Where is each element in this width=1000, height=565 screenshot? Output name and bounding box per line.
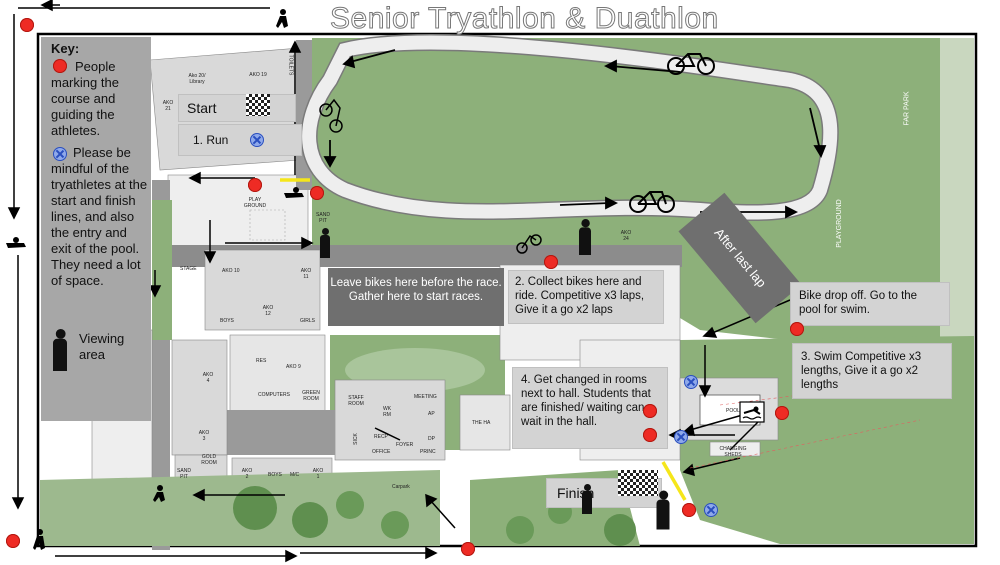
spectator-icon [320, 228, 330, 258]
label-ako19: AKO 19 [249, 72, 267, 78]
label-wk-rm: WK RM [382, 406, 392, 418]
checkered-flag-icon [246, 94, 270, 116]
runner-icon [153, 485, 165, 502]
run-label: 1. Run [193, 133, 229, 147]
label-sandpit-top: SAND PIT [316, 212, 330, 224]
label-stage: STAGE [180, 266, 197, 272]
marker-start-b [310, 186, 324, 200]
label-ap: AP [428, 411, 435, 417]
label-carpark: Carpark [392, 484, 410, 490]
label-ako4: AKO 4 [202, 372, 214, 384]
runner-icon [33, 529, 45, 550]
label-ako9: AKO 9 [286, 364, 301, 370]
key-mindful-text: Please be mindful of the tryathletes at … [51, 145, 148, 288]
label-meeting: MEETING [414, 394, 437, 400]
spectator-icon [656, 490, 670, 530]
start-callout: Start [178, 94, 296, 122]
bicycle-icon [629, 191, 675, 213]
label-ako21: AKO 21 [162, 100, 174, 112]
run-callout: 1. Run [178, 124, 302, 156]
key-marker-text: People marking the course and guiding th… [51, 59, 119, 138]
runner-icon [276, 9, 288, 28]
leave-bikes-callout: Leave bikes here before the race. Gather… [328, 268, 504, 326]
label-changing-sheds: CHANGING SHEDS [719, 446, 747, 458]
label-boys-mc: BOYS [268, 472, 282, 478]
label-ako11: AKO 11 [300, 268, 312, 280]
label-ako3: AKO 3 [198, 430, 210, 442]
bicycle-icon [516, 234, 542, 254]
label-boys: BOYS [220, 318, 234, 324]
admin-block [334, 379, 446, 461]
blue-x-marker [250, 133, 264, 147]
spectator-icon [53, 329, 67, 371]
label-ako24: AKO 24 [620, 230, 632, 242]
marker-hall-b [643, 428, 657, 442]
label-playground-top: PLAY GROUND [243, 197, 267, 209]
swim-callout: 3. Swim Competitive x3 lengths, Give it … [792, 343, 952, 399]
spectator-icon [582, 484, 592, 514]
bicycle-icon [319, 98, 343, 133]
marker-start-a [248, 178, 262, 192]
key-panel: Key: People marking the course and guidi… [41, 37, 151, 421]
start-label: Start [187, 100, 217, 116]
ako-10-12-block [204, 249, 321, 331]
marker-pool [775, 406, 789, 420]
label-res: RES [256, 358, 267, 364]
collect-bikes-callout: 2. Collect bikes here and ride. Competit… [508, 270, 664, 324]
label-green-room: GREEN ROOM [302, 390, 320, 402]
marker-bike-collect [544, 255, 558, 269]
blue-marker-pool-entry [684, 375, 698, 389]
bike-drop-callout: Bike drop off. Go to the pool for swim. [790, 282, 950, 326]
label-ako2: AKO 2 [241, 468, 253, 480]
spectator-icon [579, 219, 591, 255]
blue-x-marker-icon [53, 147, 67, 161]
bicycle-icon [667, 53, 715, 75]
runner-icon [284, 187, 304, 198]
runner-icon [6, 237, 26, 248]
marker-bottom-mid [461, 542, 475, 556]
swimmer-icon [739, 401, 765, 423]
label-dp: DP [428, 436, 435, 442]
label-pool: POOL [726, 408, 740, 414]
label-ako10: AKO 10 [222, 268, 240, 274]
label-mc: M/C [290, 472, 300, 478]
changed-callout: 4. Get changed in rooms next to hall. St… [512, 367, 668, 449]
red-marker-icon [53, 59, 67, 73]
finish-flag-icon [618, 470, 658, 496]
blue-marker-pool-exit [674, 430, 688, 444]
map-title: Senior Tryathlon & Duathlon [330, 2, 719, 36]
marker-bottom-left [6, 534, 20, 548]
label-ako12: AKO 12 [262, 305, 274, 317]
label-sandpit-bottom: SAND PIT [177, 468, 191, 480]
marker-finish [682, 503, 696, 517]
label-gold-room: GOLD ROOM [201, 454, 217, 466]
label-office: OFFICE [372, 449, 391, 455]
label-princ: PRINC [420, 449, 436, 455]
label-ako1: AKO 1 [312, 468, 324, 480]
marker-bike-drop [790, 322, 804, 336]
run-route-arrows [7, 0, 791, 563]
label-foyer: FOYER [396, 442, 414, 448]
label-ako20: Ako 20/ Library [188, 73, 206, 85]
label-girls: GIRLS [300, 318, 316, 324]
key-heading: Key: [51, 41, 80, 56]
label-computers: COMPUTERS [258, 392, 290, 398]
label-the-hall: THE HA [472, 420, 491, 426]
marker-hall-a [643, 404, 657, 418]
label-recp: RECP [374, 434, 388, 440]
bike-track [302, 35, 838, 220]
track-arrows [323, 49, 827, 219]
label-staff-room: STAFF ROOM [348, 395, 364, 407]
marker-top-left [20, 18, 34, 32]
key-viewing-text: Viewing area [79, 331, 125, 362]
finish-line [661, 461, 687, 501]
blue-marker-finish [704, 503, 718, 517]
